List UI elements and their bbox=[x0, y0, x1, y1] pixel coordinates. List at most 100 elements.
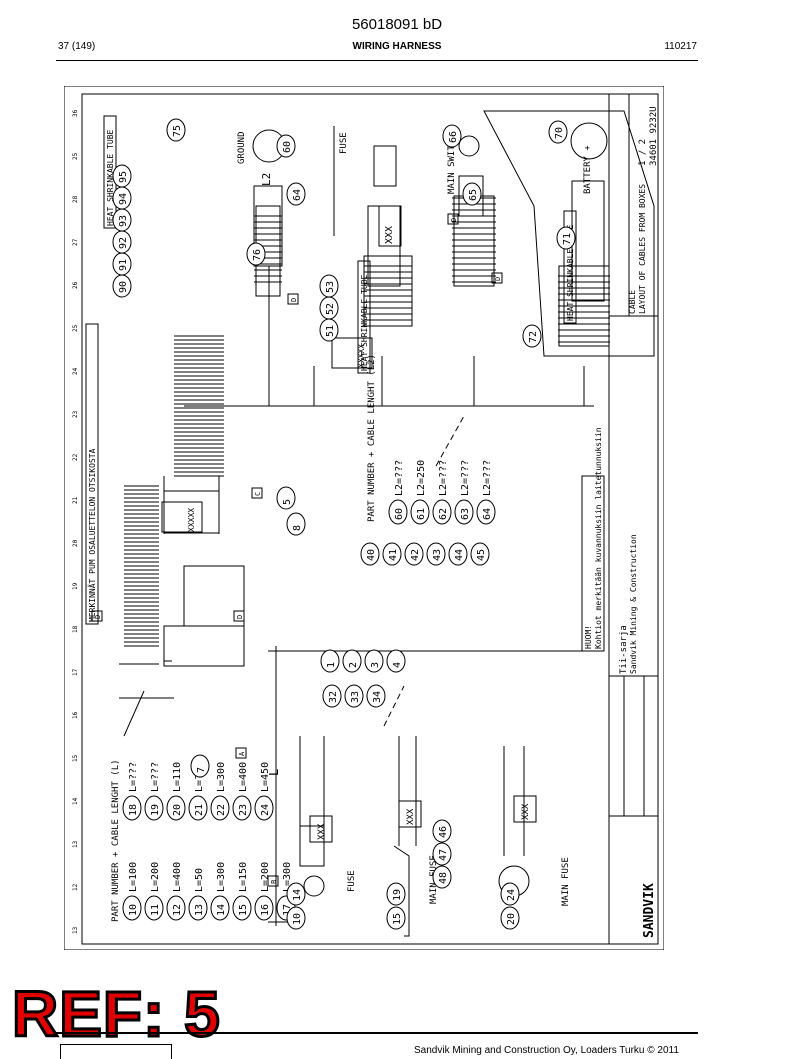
left-table-heading: PART NUMBER + CABLE LENGHT (L) bbox=[111, 759, 121, 922]
page-title: WIRING HARNESS bbox=[352, 41, 442, 52]
part-number: 15 bbox=[238, 904, 249, 916]
ruler-number: 25 bbox=[72, 152, 79, 160]
part-balloon: 5 bbox=[276, 486, 296, 510]
header-rule bbox=[56, 60, 698, 61]
part-number: 19 bbox=[150, 804, 161, 816]
part-balloon: 45 bbox=[470, 542, 490, 566]
flag-d-box-2 bbox=[447, 213, 459, 225]
mid-table-row: 62 L2=??? bbox=[432, 460, 452, 525]
part-balloon: 47 bbox=[432, 842, 452, 866]
fuse-xxx-label: XXX bbox=[384, 226, 395, 244]
balloon-42: 42 bbox=[410, 549, 421, 561]
heat-tube-box-c bbox=[563, 210, 577, 324]
ruler-number: 14 bbox=[72, 797, 79, 805]
dimension-l-label: L bbox=[267, 769, 281, 776]
part-balloon: 72 bbox=[522, 324, 542, 348]
fuse-label-top: FUSE bbox=[339, 132, 349, 154]
marking-label: MERKINNÄT PUM OSALUETTELON OTSIKOSTA bbox=[87, 448, 97, 622]
balloon-94: 94 bbox=[118, 193, 129, 205]
part-number: 14 bbox=[216, 904, 227, 916]
part-balloon: 76 bbox=[246, 242, 266, 266]
part-number: 63 bbox=[460, 508, 471, 520]
balloon-66: 66 bbox=[448, 131, 459, 143]
left-table-row: 22 L=300 bbox=[210, 762, 230, 821]
part-number: 61 bbox=[416, 508, 427, 520]
cable-length: L=150 bbox=[238, 862, 249, 892]
main-fuse-label-b: MAIN FUSE bbox=[561, 857, 571, 906]
cable-length: L=??? bbox=[150, 762, 161, 792]
cable-length: L2=??? bbox=[482, 460, 493, 496]
part-balloon: 48 bbox=[432, 865, 452, 889]
balloon-46: 46 bbox=[438, 826, 449, 838]
xxx-box-1 bbox=[309, 815, 333, 843]
ruler-number: 18 bbox=[72, 625, 79, 633]
title-block bbox=[608, 93, 659, 945]
flag-d-3: D bbox=[494, 277, 502, 281]
balloon-2: 2 bbox=[348, 662, 359, 668]
balloon-1: 1 bbox=[326, 662, 337, 668]
part-balloon: 42 bbox=[404, 542, 424, 566]
left-table-row: 13L=50 bbox=[188, 868, 208, 921]
part-number: 22 bbox=[216, 804, 227, 816]
part-balloon: 90 bbox=[112, 274, 132, 298]
left-table-row: 15 L=150 bbox=[232, 862, 252, 921]
part-balloon: 60 bbox=[276, 134, 296, 158]
note-box bbox=[581, 475, 605, 652]
cable-length: L=300 bbox=[216, 762, 227, 792]
cable-length: L2=??? bbox=[460, 460, 471, 496]
balloon-19: 19 bbox=[392, 889, 403, 901]
ruler-number: 27 bbox=[72, 238, 79, 246]
balloon-41: 41 bbox=[388, 549, 399, 561]
balloon-24: 24 bbox=[506, 889, 517, 901]
connector-fins bbox=[254, 197, 610, 343]
part-balloon: 75 bbox=[166, 118, 186, 142]
part-balloon: 41 bbox=[382, 542, 402, 566]
balloon-5: 5 bbox=[282, 499, 293, 505]
xxxxx-box-b bbox=[331, 337, 373, 369]
document-id: 56018091 bD bbox=[351, 16, 443, 33]
balloon-95: 95 bbox=[118, 171, 129, 183]
cable-length: L=??? bbox=[128, 762, 139, 792]
cable-length: L2=??? bbox=[438, 460, 449, 496]
ruler-number: 17 bbox=[72, 668, 79, 676]
part-number: 11 bbox=[150, 904, 161, 916]
part-balloon: 8 bbox=[286, 512, 306, 536]
left-table-row: 11L=200 bbox=[144, 862, 164, 921]
flag-c: C bbox=[254, 492, 262, 496]
part-balloon: 70 bbox=[548, 120, 568, 144]
battery-label: BATTERY + bbox=[583, 145, 593, 194]
flag-d-5: D bbox=[236, 615, 244, 619]
balloon-93: 93 bbox=[118, 215, 129, 227]
ruler-number: 19 bbox=[72, 582, 79, 590]
balloon-8: 8 bbox=[292, 525, 303, 531]
cable-length: L=100 bbox=[128, 862, 139, 892]
left-table-row: 16L=200 bbox=[254, 862, 274, 921]
fuse-label-bottom: FUSE bbox=[347, 870, 357, 892]
xxx-box-2 bbox=[398, 800, 422, 828]
ruler-number: 26 bbox=[72, 281, 79, 289]
part-number: 18 bbox=[128, 804, 139, 816]
balloon-72: 72 bbox=[528, 331, 539, 343]
part-balloon: 10 bbox=[286, 906, 306, 930]
balloon-91: 91 bbox=[118, 259, 129, 271]
note-text: Kohtiot merkitään kuvannuksiin laitetunn… bbox=[594, 427, 603, 649]
footer-logo bbox=[60, 1044, 172, 1059]
ground-label: GROUND bbox=[237, 131, 247, 164]
balloon-48: 48 bbox=[438, 872, 449, 884]
flag-d-2: D bbox=[450, 218, 458, 222]
balloon-53: 53 bbox=[325, 281, 336, 293]
wiring-drawing: 1312131415161718192021222324252627282536… bbox=[64, 86, 664, 950]
balloon-75: 75 bbox=[172, 125, 183, 137]
balloon-14: 14 bbox=[292, 889, 303, 901]
cable-length: L=400 bbox=[238, 762, 249, 792]
left-table-row: 14L=300 bbox=[210, 862, 230, 921]
balloon-20: 20 bbox=[506, 913, 517, 925]
balloon-76: 76 bbox=[252, 249, 263, 261]
xxx-label-1: XXX bbox=[317, 823, 327, 840]
flag-d-box-5 bbox=[233, 610, 245, 622]
part-number: 62 bbox=[438, 508, 449, 520]
part-balloon: 51 bbox=[319, 318, 339, 342]
part-balloon: 43 bbox=[426, 542, 446, 566]
